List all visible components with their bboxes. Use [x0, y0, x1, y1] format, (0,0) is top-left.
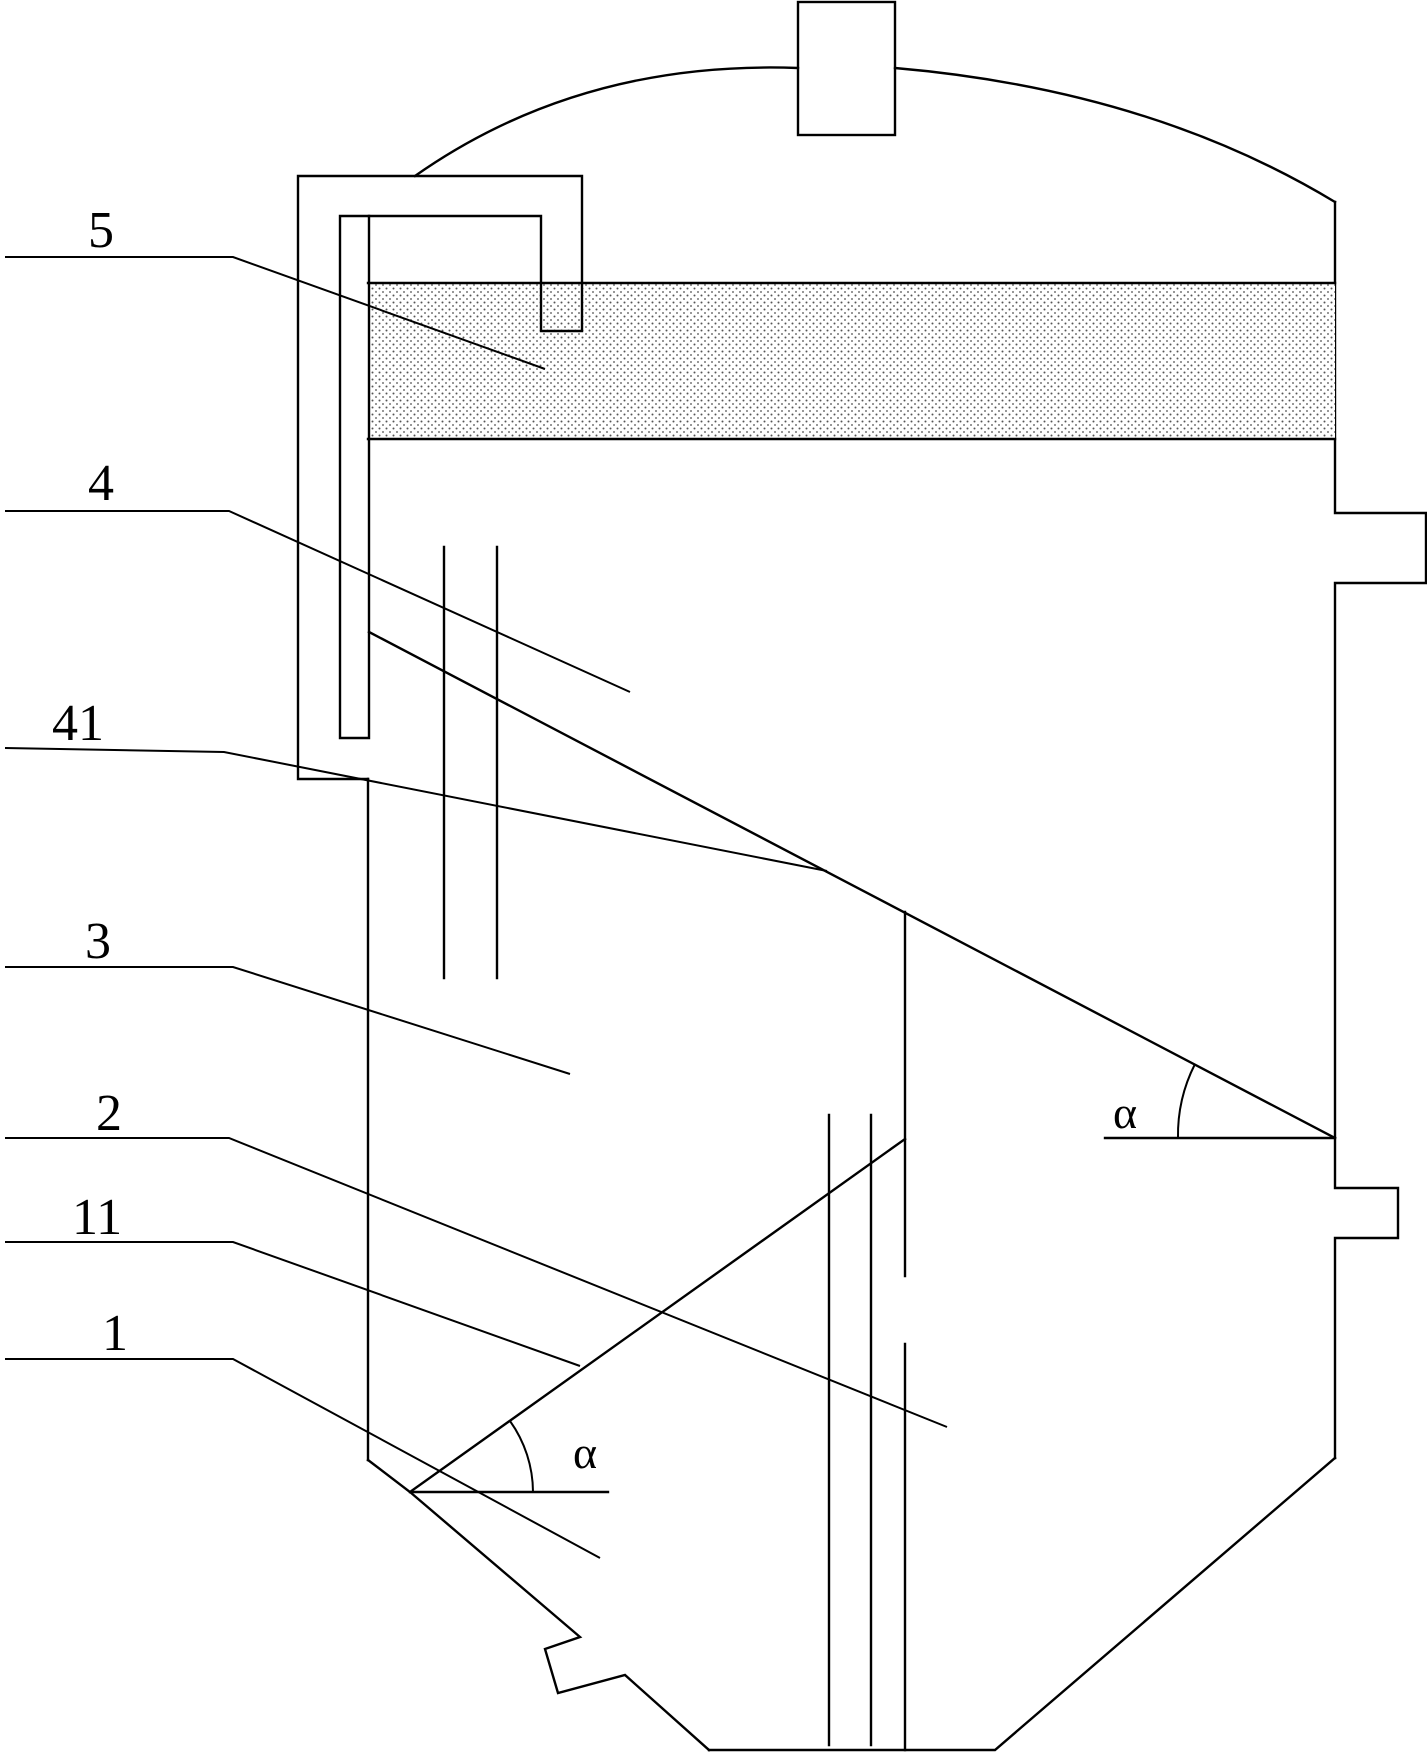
- leader-line-3: [5, 966, 571, 1075]
- vessel-dome: [413, 66, 1337, 204]
- lower-baffle-11: [408, 1137, 907, 1494]
- leader-line-1: [5, 1358, 601, 1559]
- label-41: 41: [52, 695, 104, 752]
- upper-angle-label: α: [1113, 1087, 1137, 1138]
- vessel-cone-right: [707, 1456, 1337, 1752]
- label-1: 1: [102, 1305, 128, 1362]
- label-2: 2: [96, 1085, 122, 1142]
- packing-layer-5: [368, 283, 1335, 439]
- lower-angle-label: α: [573, 1427, 597, 1478]
- label-5: 5: [88, 202, 114, 259]
- leader-line-41: [4, 747, 828, 872]
- leader-line-5: [5, 256, 546, 370]
- label-3: 3: [85, 913, 111, 970]
- upper-angle-arc: [1176, 1063, 1196, 1139]
- vessel-right-wall: [1333, 200, 1427, 1460]
- label-11: 11: [72, 1189, 122, 1246]
- vessel-cone-left: [366, 1458, 711, 1752]
- upper-baffle-41: [367, 630, 1337, 1140]
- top-nozzle: [796, 0, 897, 137]
- label-4: 4: [88, 455, 114, 512]
- lower-angle-arc: [509, 1420, 534, 1493]
- overflow-pipe-outer: [296, 174, 584, 781]
- overflow-pipe-inner: [338, 214, 371, 740]
- leader-line-2: [5, 1137, 948, 1428]
- leader-line-11: [5, 1241, 581, 1367]
- leader-line-4: [5, 510, 631, 693]
